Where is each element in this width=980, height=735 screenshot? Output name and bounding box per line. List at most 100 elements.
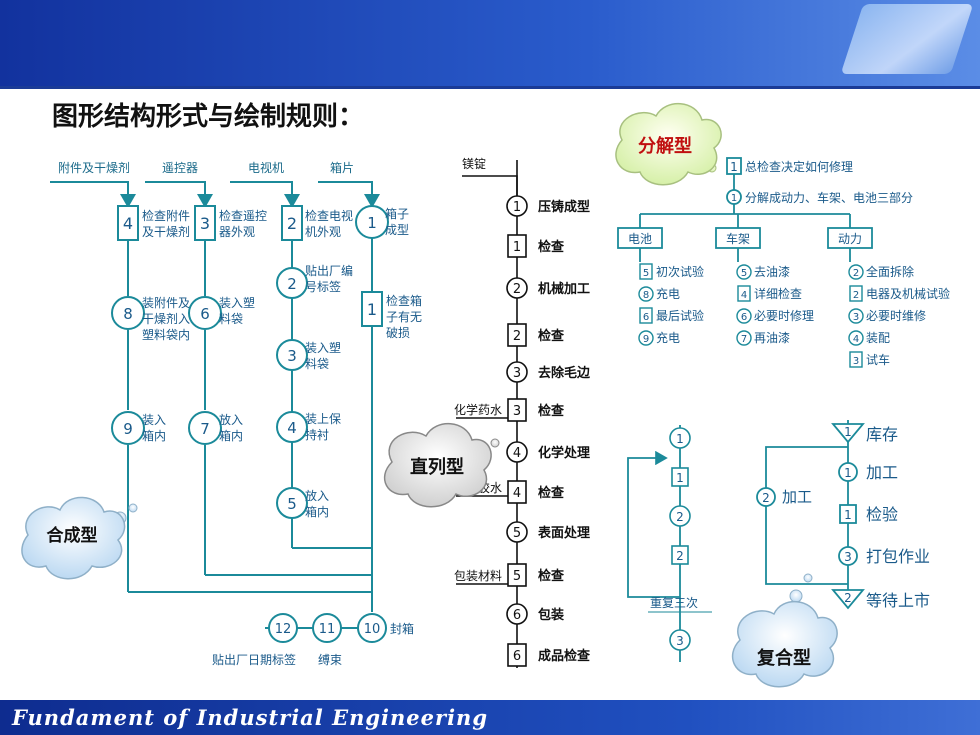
complex-process2-num: 2 bbox=[762, 491, 770, 505]
col3-inspect-text: 检查电视机外观 bbox=[305, 208, 353, 239]
col4-inspect-text: 检查箱子有无破损 bbox=[386, 293, 422, 340]
dec-power-num-1: 2 bbox=[853, 290, 859, 301]
bottom-op-circle-10 bbox=[357, 613, 387, 643]
bottom-label-date: 贴出厂日期标签 bbox=[212, 652, 296, 667]
dec-frame-num-1: 4 bbox=[741, 290, 747, 301]
complex-inspect-num: 1 bbox=[844, 508, 852, 522]
repeat-num-3: 2 bbox=[676, 549, 684, 563]
direct-step-box-3 bbox=[507, 323, 527, 347]
part-label-1: 附件及干燥剂 bbox=[58, 160, 130, 175]
dec-frame-box-1 bbox=[737, 285, 751, 302]
col2-op-circle-7 bbox=[188, 411, 222, 445]
dec-battery-text-3: 充电 bbox=[656, 330, 680, 345]
dec-power-text-4: 试车 bbox=[866, 352, 890, 367]
col4-op-circle-1 bbox=[355, 205, 389, 239]
dec-frame-text-1: 详细检查 bbox=[754, 286, 802, 301]
direct-step-text-11: 成品检查 bbox=[538, 648, 591, 664]
dec-branch-battery-label: 电池 bbox=[628, 232, 652, 246]
repeat-num-0: 1 bbox=[676, 432, 684, 446]
dec-power-circle-3 bbox=[848, 330, 864, 346]
direct-step-text-9: 检查 bbox=[538, 568, 565, 584]
col2-op-num-6: 6 bbox=[200, 305, 210, 323]
col3-op-text-5: 放入箱内 bbox=[305, 488, 329, 519]
col1-inspect-box bbox=[117, 205, 139, 241]
direct-material: 镁锭 bbox=[462, 157, 486, 171]
dec-frame-num-2: 6 bbox=[741, 312, 747, 323]
dec-power-box-4 bbox=[849, 351, 863, 368]
complex-store-num: 1 bbox=[844, 425, 852, 439]
slide-title: 图形结构形式与绘制规则： bbox=[52, 102, 365, 132]
dec-battery-circle-1 bbox=[638, 286, 654, 302]
header-bar bbox=[0, 0, 980, 86]
dec-branch-frame-label: 车架 bbox=[726, 231, 750, 246]
bottom-op-circle-11 bbox=[312, 613, 342, 643]
direct-step-box-9 bbox=[507, 563, 527, 587]
col3-op-circle-5 bbox=[276, 487, 308, 519]
repeat-chart: 重复三次 bbox=[627, 425, 712, 662]
col3-inspect-num: 2 bbox=[287, 214, 297, 233]
dec-battery-circle-3 bbox=[638, 330, 654, 346]
synthesis-chart: 附件及干燥剂 遥控器 电视机 箱片 4 检查附件及干燥剂 8 bbox=[50, 160, 422, 667]
part-label-4: 箱片 bbox=[330, 160, 354, 175]
bottom-op-num-12: 12 bbox=[275, 622, 292, 637]
dec-frame-circle-3 bbox=[736, 330, 752, 346]
direct-step-circle-6 bbox=[506, 441, 528, 463]
complex-wait-triangle bbox=[831, 589, 865, 610]
dec-power-text-1: 电器及机械试验 bbox=[866, 286, 950, 301]
direct-input-pack: 包装材料 bbox=[454, 569, 502, 583]
col3-op-circle-2 bbox=[276, 267, 308, 299]
col1-op-circle-9 bbox=[111, 411, 145, 445]
bottom-op-circle-12 bbox=[268, 613, 298, 643]
dec-frame-text-3: 再油漆 bbox=[754, 331, 790, 345]
complex-process2-circle bbox=[756, 487, 776, 507]
direct-step-num-6: 4 bbox=[513, 446, 521, 461]
complex-pack-num: 3 bbox=[844, 550, 852, 564]
cloud-complex-label: 复合型 bbox=[756, 647, 811, 669]
cloud-decompose: 分解型 bbox=[615, 102, 722, 186]
col1-op-num-8: 8 bbox=[123, 305, 133, 323]
dec-frame-text-0: 去油漆 bbox=[754, 265, 790, 279]
repeat-label: 重复三次 bbox=[650, 596, 698, 610]
footer-bar bbox=[0, 700, 980, 735]
bottom-op-num-11: 11 bbox=[319, 622, 336, 637]
col2-inspect-num: 3 bbox=[200, 214, 210, 233]
repeat-circle-4 bbox=[669, 629, 691, 651]
direct-step-text-8: 表面处理 bbox=[537, 525, 590, 541]
direct-step-text-10: 包装 bbox=[538, 607, 564, 623]
dec-frame-circle-0 bbox=[736, 264, 752, 280]
repeat-num-1: 1 bbox=[676, 471, 684, 485]
direct-step-text-4: 去除毛边 bbox=[538, 365, 591, 381]
complex-process-text: 加工 bbox=[866, 463, 898, 482]
col4-op-text-1: 箱子成型 bbox=[385, 206, 409, 237]
complex-store-triangle bbox=[831, 423, 865, 444]
part-label-3: 电视机 bbox=[248, 160, 284, 175]
direct-step-text-7: 检查 bbox=[538, 485, 565, 501]
dec-top-num: 1 bbox=[730, 160, 738, 174]
complex-process2-text: 加工 bbox=[782, 488, 812, 506]
col3-op-text-2: 贴出厂编号标签 bbox=[305, 263, 353, 294]
dec-battery-num-0: 5 bbox=[643, 268, 649, 279]
cloud-synthesis-label: 合成型 bbox=[47, 525, 98, 546]
part-label-2: 遥控器 bbox=[162, 161, 198, 175]
dec-battery-box-2 bbox=[639, 307, 653, 324]
col3-op-num-4: 4 bbox=[287, 419, 297, 437]
complex-inspect-box bbox=[839, 504, 857, 524]
repeat-num-4: 3 bbox=[676, 634, 684, 648]
col3-inspect-box bbox=[281, 205, 303, 241]
direct-step-num-4: 3 bbox=[513, 366, 521, 381]
col1-arrow bbox=[50, 181, 136, 208]
direct-step-text-0: 压铸成型 bbox=[538, 199, 590, 215]
repeat-box-1 bbox=[671, 467, 689, 487]
col1-op-text-9: 装入箱内 bbox=[142, 413, 166, 443]
direct-step-circle-0 bbox=[506, 195, 528, 217]
direct-input-chem: 化学药水 bbox=[454, 402, 502, 417]
dec-power-num-0: 2 bbox=[853, 268, 859, 279]
repeat-box-3 bbox=[671, 545, 689, 565]
direct-step-circle-10 bbox=[506, 603, 528, 625]
dec-battery-text-2: 最后试验 bbox=[656, 308, 704, 323]
col2-op-text-7: 放入箱内 bbox=[219, 412, 243, 443]
col4-inspect-num: 1 bbox=[367, 300, 377, 319]
